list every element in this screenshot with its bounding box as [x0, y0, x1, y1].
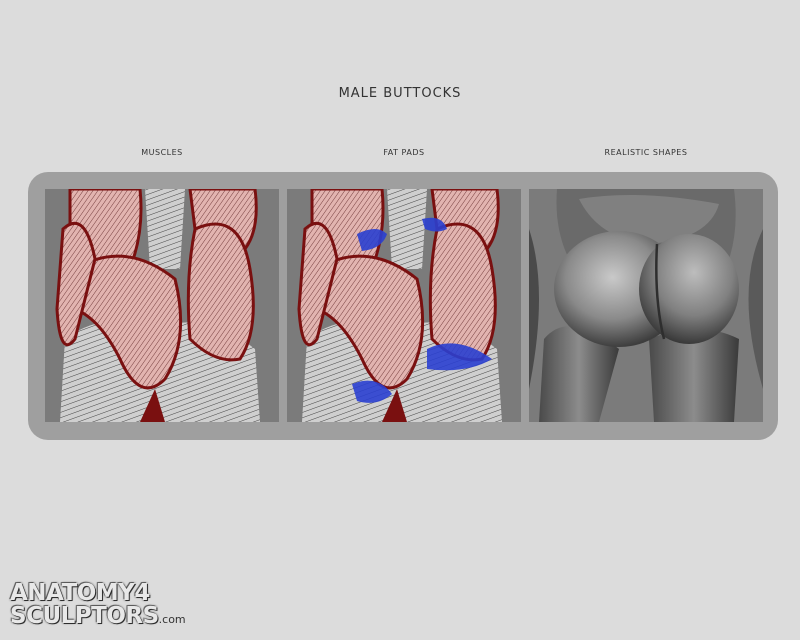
logo-line-1: ANATOMY4 — [10, 580, 150, 606]
page-title: MALE BUTTOCKS — [338, 86, 462, 101]
caption-muscles: MUSCLES — [141, 148, 183, 157]
logo-line-2: SCULPTORS.com — [10, 605, 186, 628]
logo-line-2-text: SCULPTORS — [10, 603, 159, 629]
logo-suffix: .com — [158, 613, 186, 626]
realistic-shapes-illustration — [529, 189, 763, 422]
muscles-illustration — [45, 189, 279, 422]
fat-pads-illustration — [287, 189, 521, 422]
caption-fat-pads: FAT PADS — [383, 148, 425, 157]
site-logo: ANATOMY4 SCULPTORS.com — [10, 582, 186, 628]
caption-realistic-shapes: REALISTIC SHAPES — [604, 148, 688, 157]
